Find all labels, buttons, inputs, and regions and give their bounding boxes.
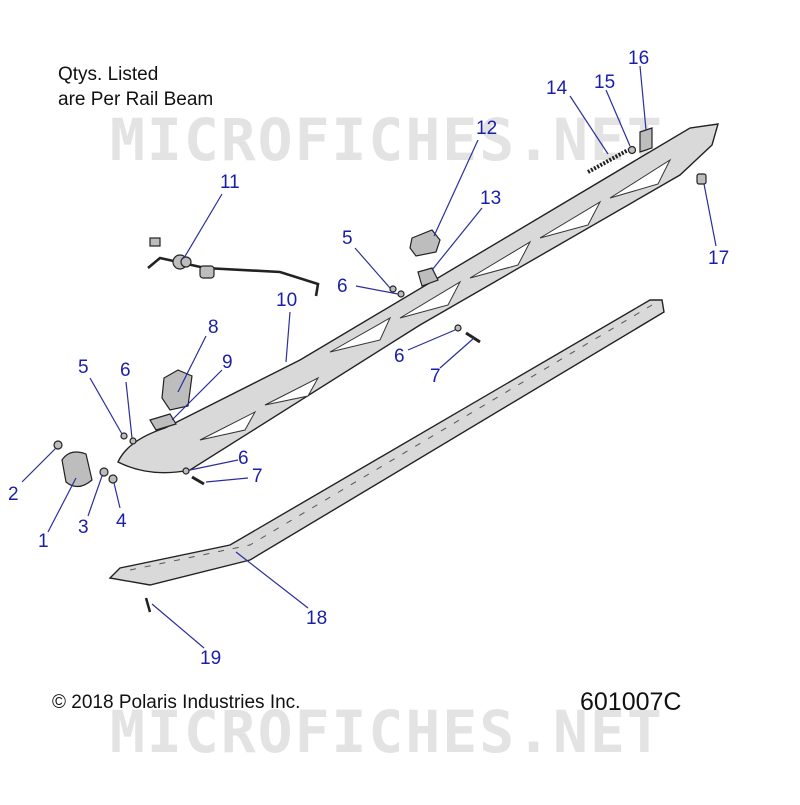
watermark-bottom: MICROFICHES.NET bbox=[110, 698, 664, 766]
drawing-id: 601007C bbox=[580, 688, 682, 716]
copyright-text: © 2018 Polaris Industries Inc. bbox=[52, 692, 301, 713]
callout-17: 17 bbox=[708, 248, 729, 269]
callout-1: 1 bbox=[38, 531, 49, 552]
washer-6-mid bbox=[454, 324, 462, 332]
block-12 bbox=[409, 229, 441, 257]
support-rod bbox=[147, 237, 320, 297]
callout-13: 13 bbox=[480, 188, 501, 209]
callout-16: 16 bbox=[628, 48, 649, 69]
quantity-note-line1: Qtys. Listed bbox=[58, 64, 159, 85]
callout-14: 14 bbox=[546, 78, 568, 99]
callout-15: 15 bbox=[594, 72, 615, 93]
callout-4: 4 bbox=[116, 511, 127, 532]
callout-7-mid: 7 bbox=[430, 366, 441, 387]
rail-beam bbox=[117, 123, 719, 474]
bolt-7-front bbox=[191, 475, 205, 486]
callout-9: 9 bbox=[222, 352, 233, 373]
callout-11: 11 bbox=[220, 172, 240, 193]
bushing-17 bbox=[696, 173, 707, 185]
nut-5-lower bbox=[120, 432, 128, 440]
nut-5-upper bbox=[389, 285, 397, 293]
block-9 bbox=[149, 413, 177, 431]
callout-3: 3 bbox=[78, 517, 89, 538]
callout-18: 18 bbox=[306, 608, 327, 629]
watermark-top: MICROFICHES.NET bbox=[110, 106, 664, 174]
quantity-note: Qtys. Listed are Per Rail Beam bbox=[58, 62, 213, 112]
callout-5-upper: 5 bbox=[342, 228, 353, 249]
callout-7-front: 7 bbox=[252, 466, 263, 487]
bracket-16 bbox=[639, 127, 653, 153]
bolt-2 bbox=[53, 440, 63, 450]
callout-19: 19 bbox=[200, 648, 221, 669]
block-13 bbox=[417, 267, 439, 287]
callout-10: 10 bbox=[276, 290, 297, 311]
callouts: 1 2 3 4 5 5 6 6 6 6 7 7 8 9 10 11 12 13 … bbox=[8, 48, 729, 669]
callout-8: 8 bbox=[208, 317, 219, 338]
washer-6-front bbox=[182, 467, 190, 475]
nut-15 bbox=[627, 145, 637, 155]
bumper-block bbox=[61, 451, 93, 488]
washer-6-upper bbox=[397, 290, 405, 298]
callout-12: 12 bbox=[476, 118, 497, 139]
callout-6-upper: 6 bbox=[337, 276, 348, 297]
slide-rail bbox=[108, 299, 665, 586]
callout-6-lower: 6 bbox=[120, 360, 131, 381]
washer-6-lower bbox=[129, 437, 137, 445]
adjuster-bolt-14 bbox=[587, 148, 629, 174]
callout-2: 2 bbox=[8, 484, 19, 505]
washer-3 bbox=[99, 467, 109, 477]
leader-lines bbox=[21, 65, 717, 649]
callout-6-front: 6 bbox=[238, 448, 249, 469]
screw-19 bbox=[144, 597, 152, 613]
callout-5-lower: 5 bbox=[78, 357, 89, 378]
callout-6-mid: 6 bbox=[394, 346, 405, 367]
bolt-7-mid bbox=[465, 331, 481, 344]
quantity-note-line2: are Per Rail Beam bbox=[58, 89, 214, 110]
nut-4 bbox=[108, 474, 118, 484]
